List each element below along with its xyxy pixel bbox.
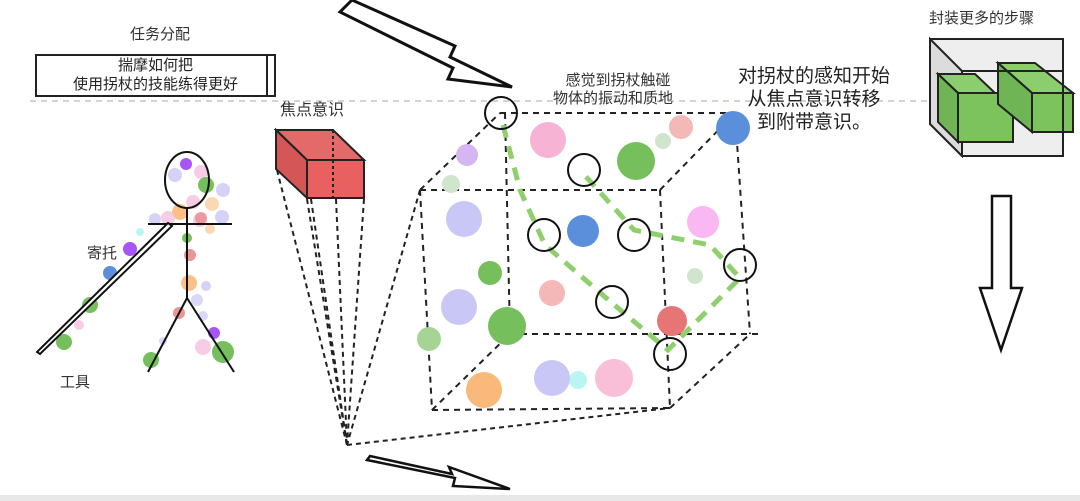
- feel-vibration-line2: 物体的振动和质地: [553, 89, 674, 107]
- focus-projection-lines: [276, 169, 671, 446]
- task-box-divider: [266, 56, 268, 95]
- path-nodes: [484, 96, 757, 371]
- arrow-right-icon: [364, 454, 511, 491]
- encapsulation-cube: [929, 36, 1076, 159]
- encapsulate-steps-label: 封装更多的步骤: [929, 9, 1035, 27]
- delegate-label: 寄托: [87, 244, 118, 262]
- task-box: 揣摩如何把 使用拐杖的技能练得更好: [35, 54, 276, 97]
- task-box-line1: 揣摩如何把: [117, 56, 193, 74]
- feel-vibration-line1: 感觉到拐杖触碰: [565, 71, 671, 89]
- arrow-down-icon: [978, 194, 1024, 354]
- arrow-diagonal-icon: [337, 0, 513, 89]
- bottom-bar: [0, 495, 1080, 501]
- perception-shift-label: 对拐杖的感知开始 从焦点意识转移 到附带意识。: [738, 65, 890, 134]
- tool-label: 工具: [60, 373, 91, 391]
- focal-awareness-box: [273, 127, 367, 201]
- feel-vibration-label: 感觉到拐杖触碰 物体的振动和质地: [553, 71, 673, 107]
- perception-shift-line1: 对拐杖的感知开始: [738, 65, 891, 87]
- task-allocation-label: 任务分配: [130, 25, 191, 43]
- task-box-line2: 使用拐杖的技能练得更好: [72, 75, 238, 93]
- focal-awareness-label: 焦点意识: [280, 100, 345, 119]
- stick-figure: [147, 151, 235, 373]
- perception-shift-line3: 到附带意识。: [757, 111, 872, 133]
- cube-dots: [417, 111, 750, 408]
- cane-tool: [35, 221, 174, 356]
- perception-path: [500, 124, 744, 354]
- perception-shift-line2: 从焦点意识转移: [747, 88, 881, 110]
